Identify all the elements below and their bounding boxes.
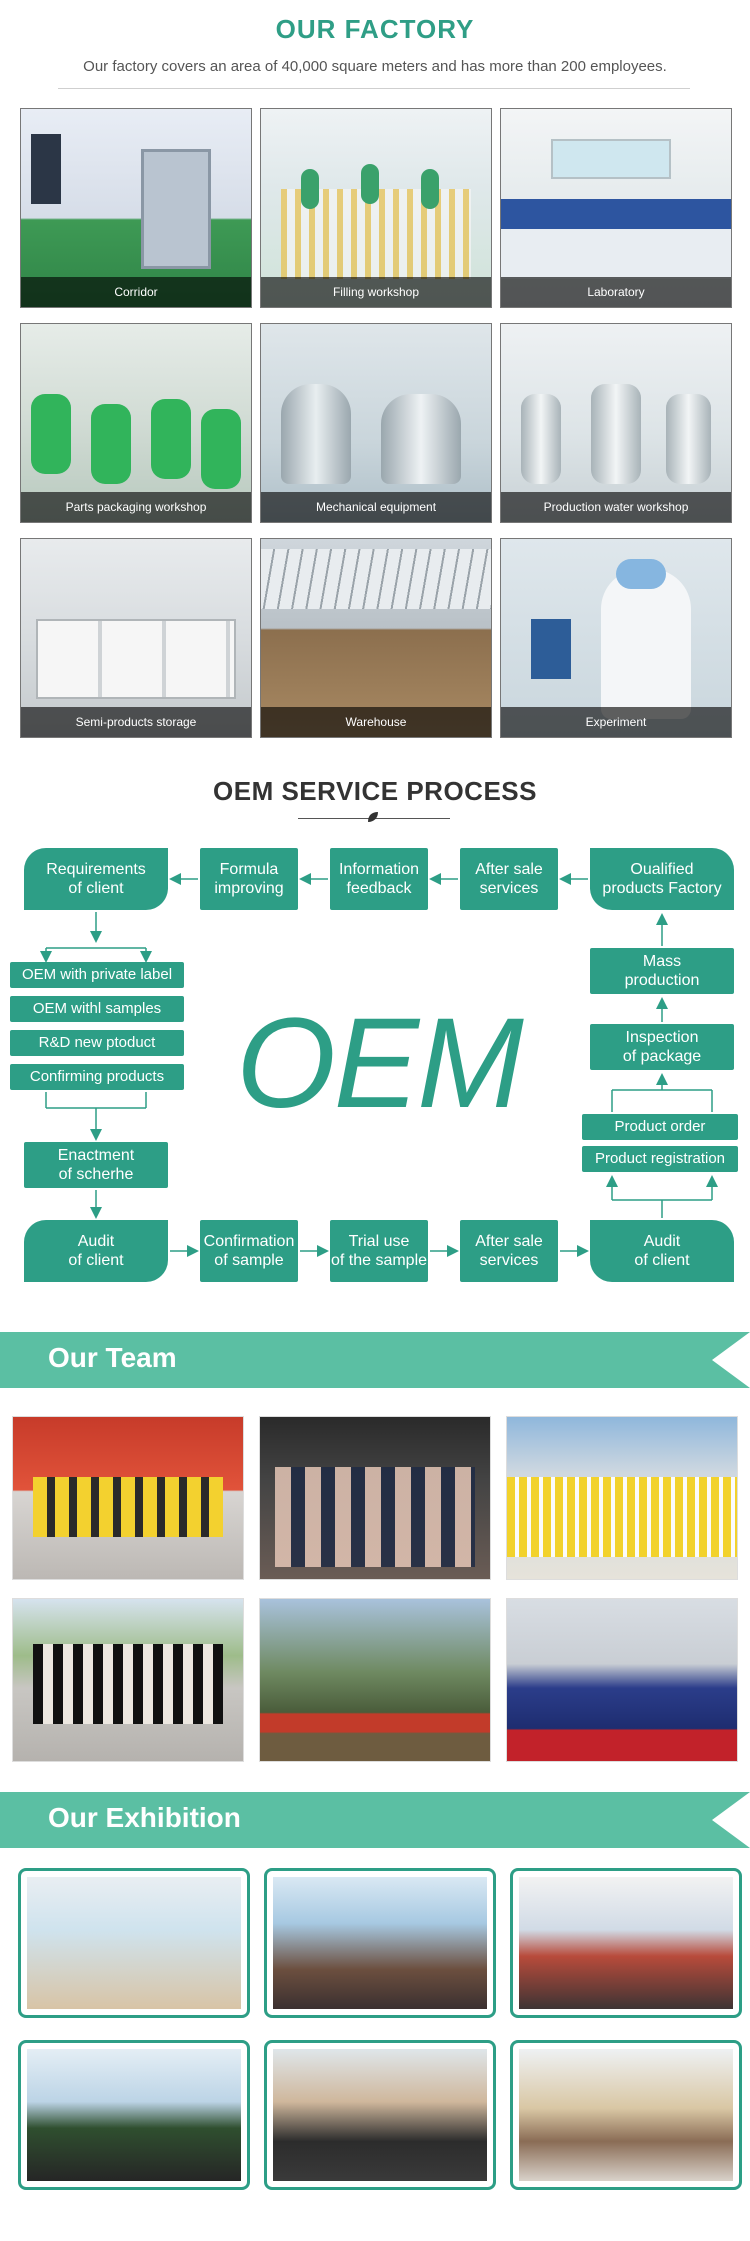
process-connectors [40, 873, 718, 1257]
factory-photo-semi-products-storage: Semi-products storage [20, 538, 252, 738]
oem-big-text: OEM [236, 992, 524, 1135]
step-inspection-of-package: Inspection of package [590, 1024, 734, 1070]
exhibition-photo-3 [510, 1868, 742, 2018]
exhibition-title: Our Exhibition [48, 1802, 241, 1833]
team-banner: Our Team [0, 1332, 750, 1388]
team-photo-5 [259, 1598, 491, 1762]
factory-photo-mechanical-equipment: Mechanical equipment [260, 323, 492, 523]
photo-caption: Filling workshop [261, 277, 491, 307]
step-after-sale-services-top: After sale services [460, 848, 558, 910]
step-requirements-of-client: Requirements of client [24, 848, 168, 910]
leaf-icon [368, 812, 378, 822]
photo-caption: Production water workshop [501, 492, 731, 522]
exhibition-banner: Our Exhibition [0, 1792, 750, 1848]
factory-photo-laboratory: Laboratory [500, 108, 732, 308]
step-after-sale-services-bottom: After sale services [460, 1220, 558, 1282]
team-photo-3 [506, 1416, 738, 1580]
step-audit-of-client-right: Audit of client [590, 1220, 734, 1282]
photo-caption: Semi-products storage [21, 707, 251, 737]
photo-caption: Corridor [21, 277, 251, 307]
team-photo-2 [259, 1416, 491, 1580]
step-qualified-products-factory: Oualified products Factory [590, 848, 734, 910]
factory-title: OUR FACTORY [275, 14, 475, 44]
step-audit-of-client-left: Audit of client [24, 1220, 168, 1282]
step-confirmation-of-sample: Confirmation of sample [200, 1220, 298, 1282]
step-mass-production: Mass production [590, 948, 734, 994]
team-title: Our Team [48, 1342, 177, 1373]
factory-photo-warehouse: Warehouse [260, 538, 492, 738]
photo-caption: Laboratory [501, 277, 731, 307]
exhibition-photo-2 [264, 1868, 496, 2018]
team-photo-6 [506, 1598, 738, 1762]
exhibition-photo-1 [18, 1868, 250, 2018]
photo-caption: Warehouse [261, 707, 491, 737]
step-information-feedback: Information feedback [330, 848, 428, 910]
photo-caption: Mechanical equipment [261, 492, 491, 522]
step-confirming-products: Confirming products [10, 1064, 184, 1090]
step-oem-private-label: OEM with private label [10, 962, 184, 988]
step-rd-new-product: R&D new ptoduct [10, 1030, 184, 1056]
step-product-registration: Product registration [582, 1146, 738, 1172]
photo-caption: Experiment [501, 707, 731, 737]
exhibition-photo-4 [18, 2040, 250, 2190]
exhibition-photo-5 [264, 2040, 496, 2190]
factory-divider [58, 88, 690, 89]
factory-photo-experiment: Experiment [500, 538, 732, 738]
team-photo-1 [12, 1416, 244, 1580]
factory-photo-corridor: Corridor [20, 108, 252, 308]
oem-title: OEM SERVICE PROCESS [213, 776, 537, 806]
step-trial-use-of-sample: Trial use of the sample [330, 1220, 428, 1282]
factory-photo-filling-workshop: Filling workshop [260, 108, 492, 308]
photo-caption: Parts packaging workshop [21, 492, 251, 522]
step-product-order: Product order [582, 1114, 738, 1140]
step-enactment-of-scheme: Enactment of scherhe [24, 1142, 168, 1188]
factory-subtitle: Our factory covers an area of 40,000 squ… [83, 58, 667, 75]
step-oem-with-samples: OEM withl samples [10, 996, 184, 1022]
step-formula-improving: Formula improving [200, 848, 298, 910]
team-photo-4 [12, 1598, 244, 1762]
exhibition-photo-6 [510, 2040, 742, 2190]
banner-ribbon [0, 1792, 750, 1848]
banner-ribbon [0, 1332, 750, 1388]
factory-photo-production-water: Production water workshop [500, 323, 732, 523]
factory-photo-parts-packaging: Parts packaging workshop [20, 323, 252, 523]
